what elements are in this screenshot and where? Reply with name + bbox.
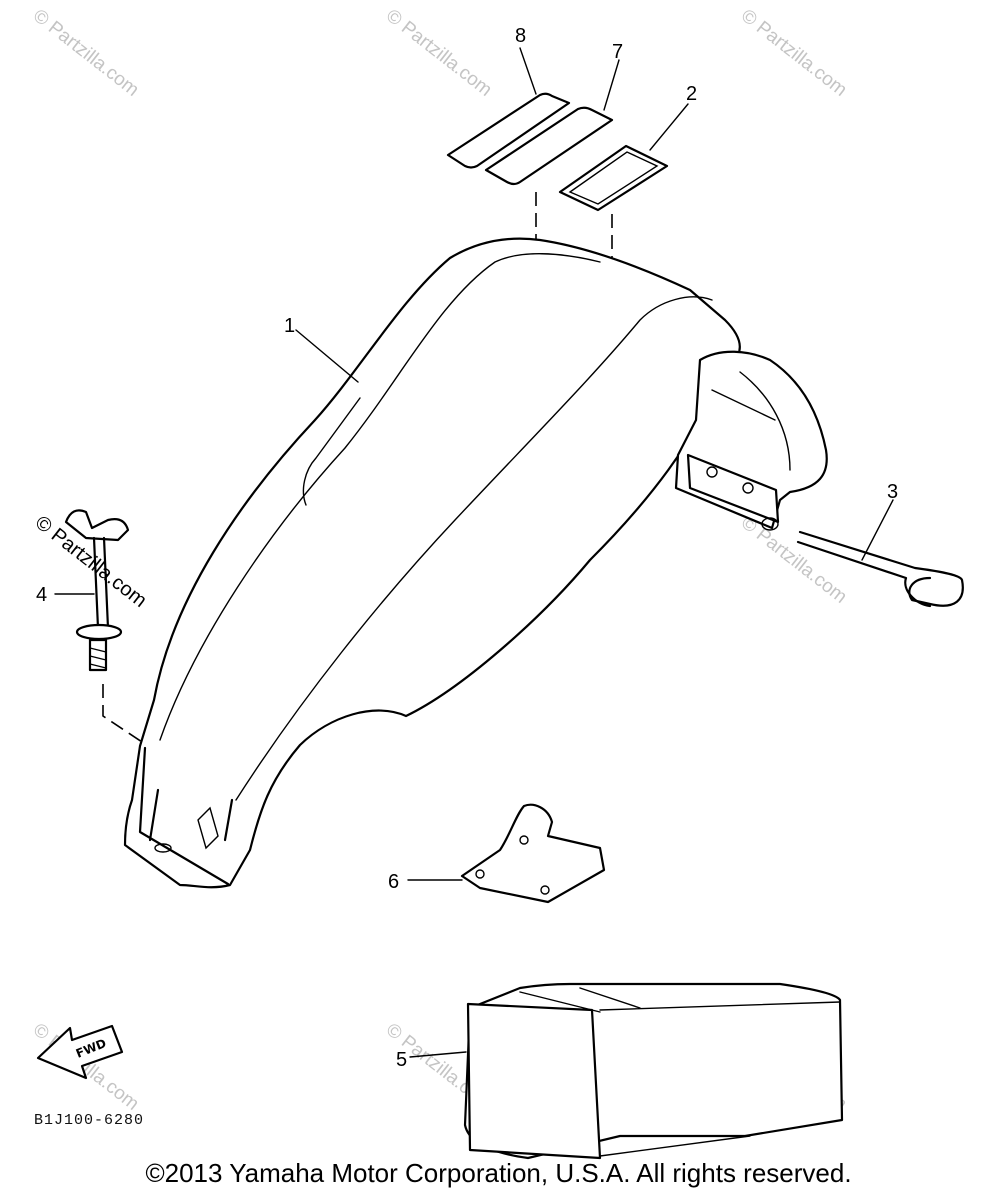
copyright-notice: ©2013 Yamaha Motor Corporation, U.S.A. A… bbox=[145, 1158, 852, 1188]
watermark: © Partzilla.com bbox=[29, 5, 143, 100]
callout-7: 7 bbox=[612, 41, 623, 63]
diagram-code: B1J100-6280 bbox=[34, 1112, 144, 1129]
callout-5: 5 bbox=[396, 1049, 407, 1071]
leader-lines bbox=[54, 47, 894, 1058]
fwd-arrow-icon: FWD bbox=[36, 1024, 124, 1080]
part-8-decal bbox=[446, 92, 571, 169]
part-5-box bbox=[463, 982, 844, 1160]
callouts: 8 7 7 2 1 3 4 6 5 bbox=[36, 25, 898, 1071]
part-2-label bbox=[558, 144, 669, 212]
part-4-wing-bolt bbox=[64, 509, 130, 672]
part-6-bracket bbox=[460, 803, 606, 904]
callout-6: 6 bbox=[388, 871, 399, 893]
part-7-decal bbox=[484, 106, 614, 186]
watermark: © Partzilla.com bbox=[382, 5, 496, 100]
watermark: © Partzilla.com bbox=[737, 5, 851, 100]
callout-2: 2 bbox=[686, 83, 697, 105]
callout-4: 4 bbox=[36, 584, 47, 606]
callout-8: 8 bbox=[515, 25, 526, 47]
watermark: © Partzilla.com bbox=[29, 1019, 143, 1114]
watermark: © Partzilla.com bbox=[737, 512, 851, 607]
callout-1: 1 bbox=[284, 315, 295, 337]
callout-3: 3 bbox=[887, 481, 898, 503]
part-1-rear-fender bbox=[123, 237, 828, 889]
part-3-rod bbox=[796, 530, 964, 608]
